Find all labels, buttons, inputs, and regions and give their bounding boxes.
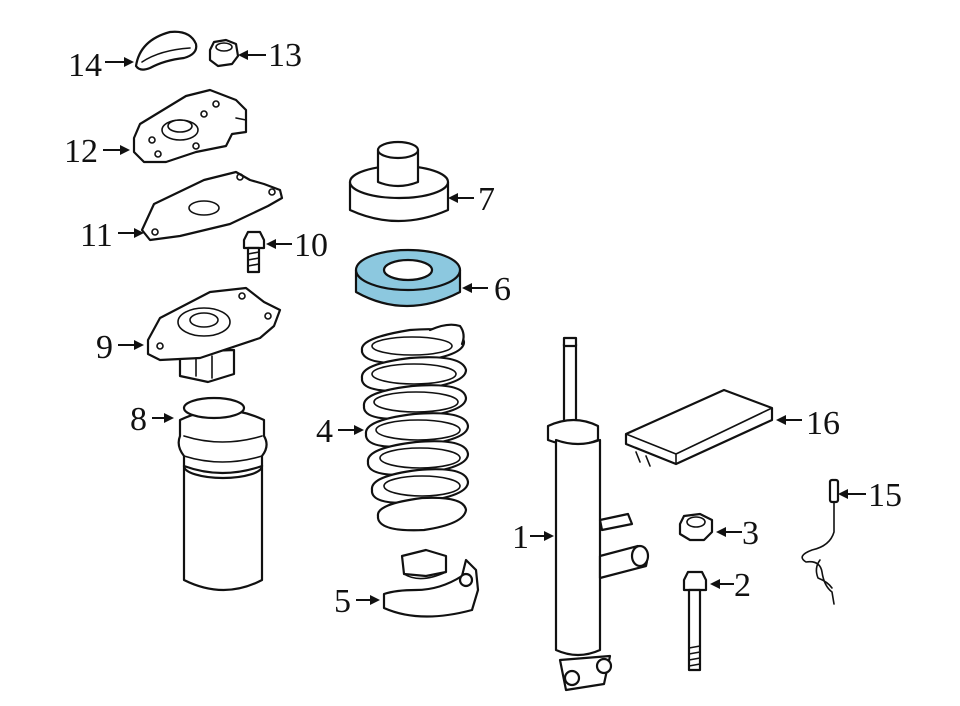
part-10-bolt[interactable] [242, 230, 266, 274]
part-1-shock-absorber[interactable] [546, 336, 650, 692]
svg-text:3: 3 [742, 515, 759, 552]
callout-13: 13 [238, 37, 302, 74]
svg-text:7: 7 [478, 181, 495, 218]
svg-text:12: 12 [64, 133, 98, 170]
callout-5: 5 [334, 583, 380, 620]
callout-14: 14 [68, 47, 134, 84]
callout-12: 12 [64, 133, 130, 170]
svg-text:6: 6 [494, 271, 511, 308]
callout-8: 8 [130, 401, 174, 438]
callout-2: 2 [710, 567, 751, 604]
svg-text:2: 2 [734, 567, 751, 604]
part-3-nut[interactable] [678, 512, 714, 542]
svg-text:5: 5 [334, 583, 351, 620]
callout-9: 9 [96, 329, 144, 366]
part-8-dust-boot[interactable] [177, 396, 268, 592]
part-11-gasket[interactable] [140, 170, 284, 242]
callout-4: 4 [316, 413, 364, 450]
part-15-sensor[interactable] [801, 478, 840, 605]
part-7-upper-isolator[interactable] [348, 140, 450, 223]
part-9-strut-mount[interactable] [146, 286, 282, 384]
callout-16: 16 [776, 405, 840, 442]
callout-7: 7 [448, 181, 495, 218]
svg-text:4: 4 [316, 413, 333, 450]
callout-15: 15 [838, 477, 902, 514]
svg-text:14: 14 [68, 47, 102, 84]
part-4-coil-spring[interactable] [360, 323, 470, 532]
part-2-bolt[interactable] [682, 570, 708, 672]
svg-text:8: 8 [130, 401, 147, 438]
part-6-spring-insulator[interactable] [354, 248, 462, 307]
callout-11: 11 [80, 217, 144, 254]
callout-3: 3 [716, 515, 759, 552]
svg-text:10: 10 [294, 227, 328, 264]
svg-text:9: 9 [96, 329, 113, 366]
callout-6: 6 [462, 271, 511, 308]
svg-text:13: 13 [268, 37, 302, 74]
part-12-bracket[interactable] [132, 88, 248, 164]
svg-text:16: 16 [806, 405, 840, 442]
part-5-spring-seat[interactable] [382, 548, 480, 618]
callout-10: 10 [266, 227, 328, 264]
svg-text:15: 15 [868, 477, 902, 514]
svg-text:1: 1 [512, 519, 529, 556]
part-14-cap[interactable] [134, 30, 198, 71]
callout-1: 1 [512, 519, 554, 556]
svg-text:11: 11 [80, 217, 113, 254]
part-16-module[interactable] [624, 388, 774, 467]
part-13-nut[interactable] [208, 38, 240, 68]
